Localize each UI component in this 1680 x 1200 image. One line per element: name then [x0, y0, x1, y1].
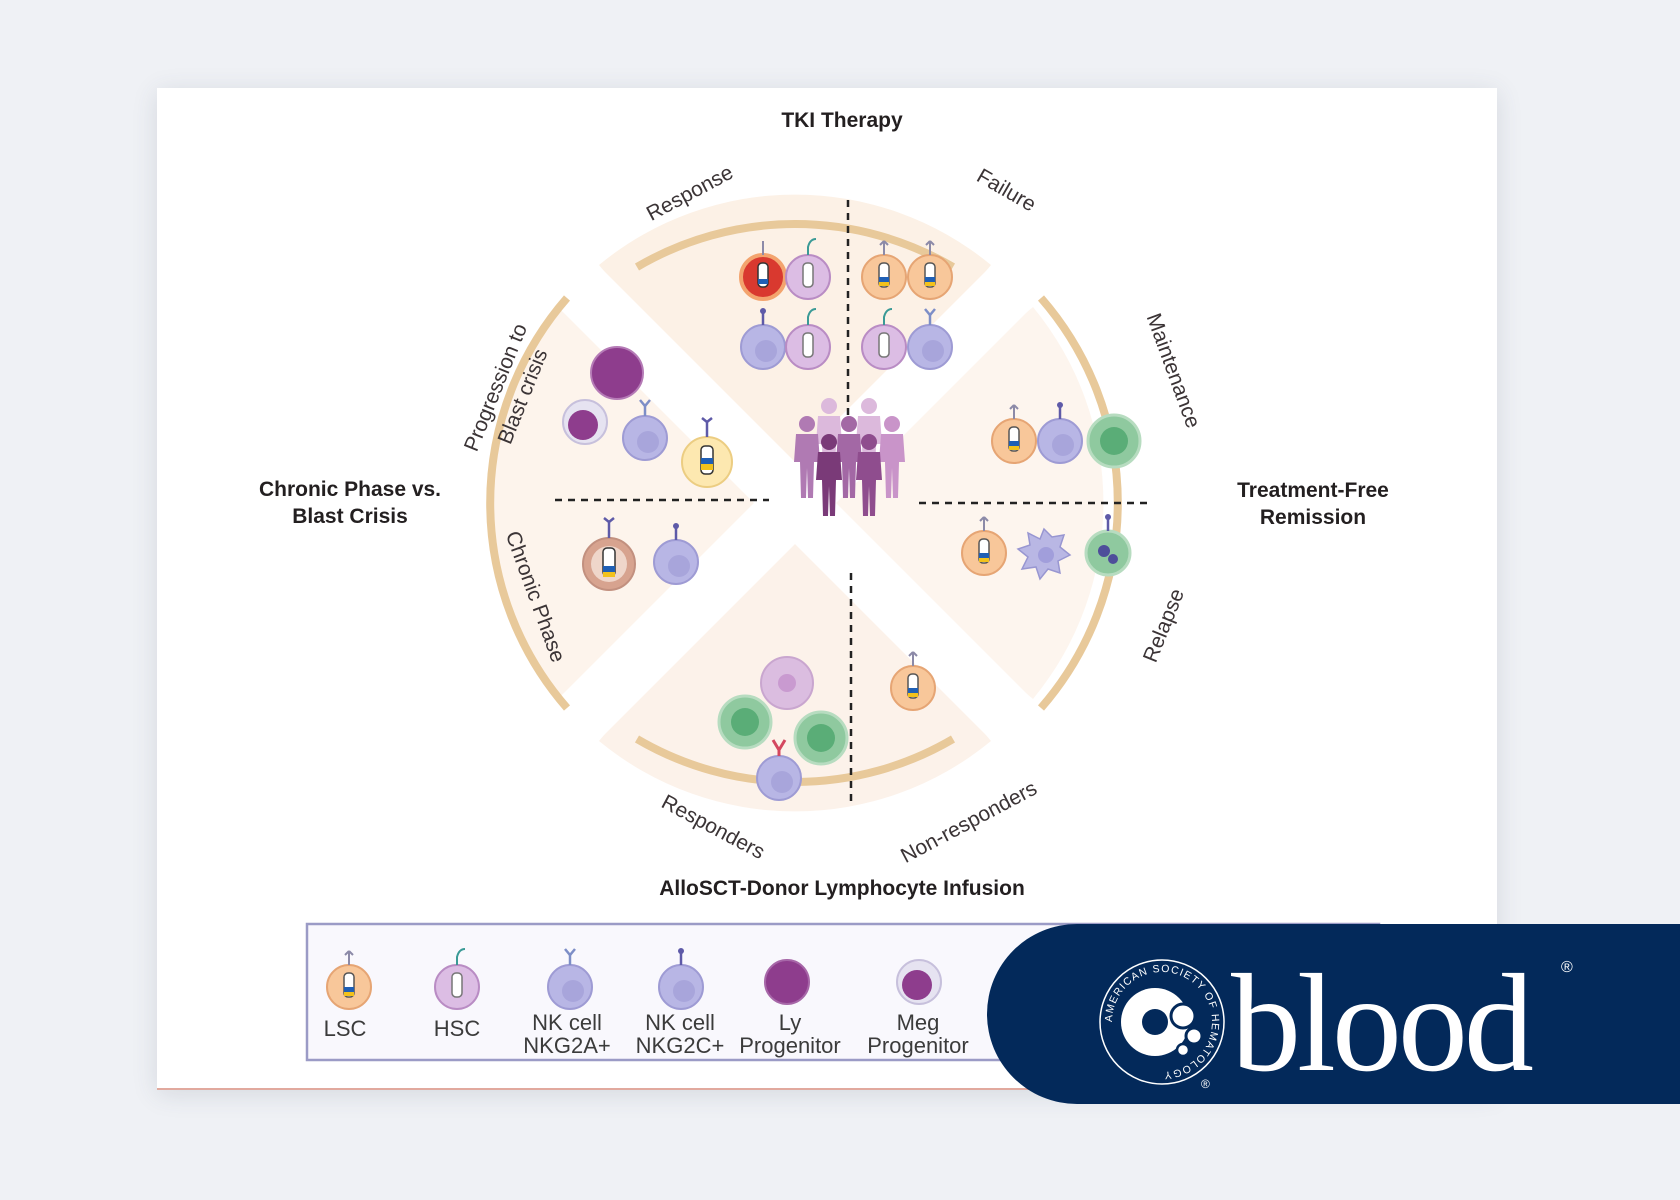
ash-blood-logo: AMERICAN SOCIETY OF HEMATOLOGY ® blood ® — [1099, 946, 1573, 1101]
heading-treatment-free-line2: Remission — [1260, 506, 1366, 529]
legend-nk-c-line2: NKG2C+ — [636, 1033, 725, 1058]
figure-card: TKI Therapy Chronic Phase vs. Blast Cris… — [157, 88, 1497, 1090]
tki-therapy-diagram: TKI Therapy Chronic Phase vs. Blast Cris… — [259, 109, 1389, 1062]
legend-nk-a-line2: NKG2A+ — [523, 1033, 610, 1058]
progression-cells — [562, 346, 733, 488]
chronic-phase-cells — [582, 517, 698, 591]
legend-nk-a-line1: NK cell — [532, 1010, 602, 1035]
wordmark-registered-mark: ® — [1561, 959, 1573, 976]
legend-meg-line2: Progenitor — [867, 1033, 969, 1058]
legend-hsc-label: HSC — [434, 1016, 481, 1041]
blood-journal-badge: AMERICAN SOCIETY OF HEMATOLOGY ® blood ® — [987, 924, 1680, 1104]
legend-lsc-label: LSC — [324, 1016, 367, 1041]
legend-nk-c-line1: NK cell — [645, 1010, 715, 1035]
legend-ly-line1: Ly — [779, 1010, 801, 1035]
legend-ly-line2: Progenitor — [739, 1033, 841, 1058]
ash-seal-icon: AMERICAN SOCIETY OF HEMATOLOGY ® — [1099, 959, 1225, 1091]
heading-treatment-free-line1: Treatment-Free — [1237, 479, 1389, 502]
responders-cells — [717, 656, 849, 801]
label-relapse: Relapse — [1139, 586, 1189, 666]
ly-progenitor-icon — [764, 959, 810, 1005]
heading-allosct: AlloSCT-Donor Lymphocyte Infusion — [659, 877, 1025, 900]
heading-tki-therapy: TKI Therapy — [781, 109, 903, 132]
dashed-dividers — [555, 200, 1149, 803]
blood-wordmark: blood — [1231, 946, 1533, 1101]
relapse-cells — [961, 514, 1132, 580]
label-maintenance: Maintenance — [1142, 310, 1205, 431]
heading-chronic-vs-blast-line1: Chronic Phase vs. — [259, 478, 441, 501]
legend-meg-line1: Meg — [897, 1010, 940, 1035]
label-failure: Failure — [973, 164, 1040, 216]
heading-chronic-vs-blast-line2: Blast Crisis — [292, 505, 408, 528]
meg-progenitor-icon — [896, 959, 942, 1005]
seal-registered-mark: ® — [1201, 1077, 1210, 1091]
